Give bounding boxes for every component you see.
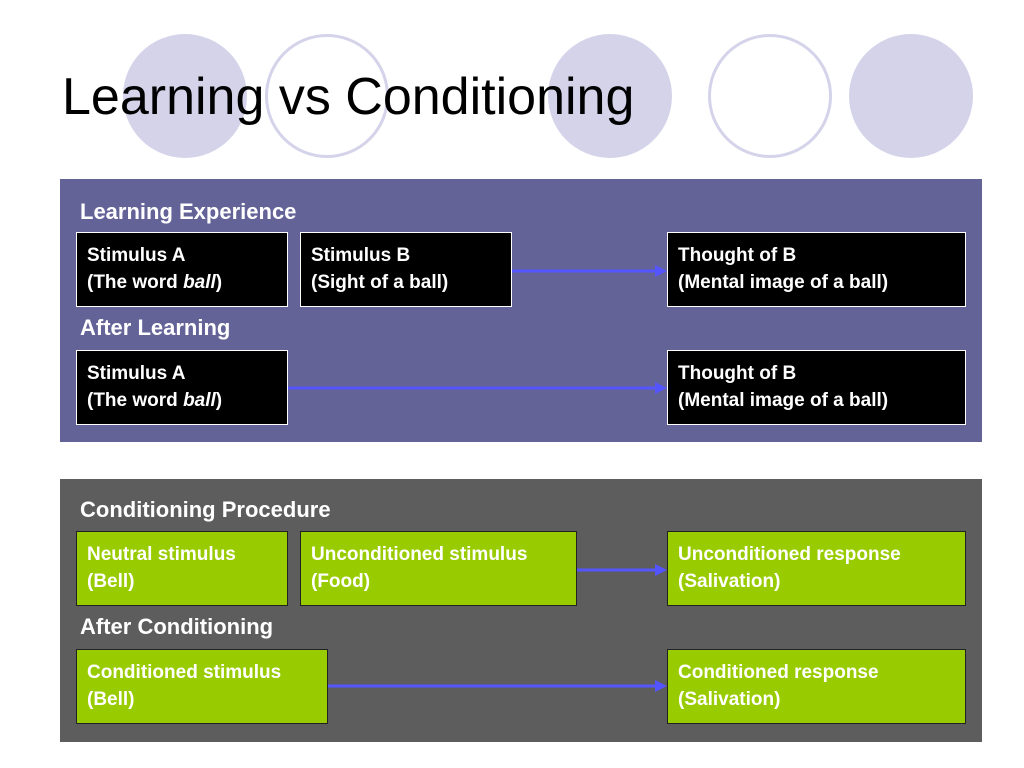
after-stimulus-a-box: Stimulus A (The word ball) bbox=[76, 350, 288, 425]
stimulus-a-detail: (The word ball) bbox=[87, 272, 223, 293]
after-conditioning-label: After Conditioning bbox=[80, 614, 274, 639]
conditioning-procedure-label: Conditioning Procedure bbox=[80, 497, 331, 522]
arrow-b-to-thought bbox=[512, 264, 667, 278]
unconditioned-stimulus-title: Unconditioned stimulus bbox=[311, 544, 528, 565]
thought-b-detail: (Mental image of a ball) bbox=[678, 272, 889, 293]
arrow-cs-to-cr bbox=[328, 679, 667, 693]
slide-title: Learning vs Conditioning bbox=[62, 68, 635, 126]
stimulus-b-title: Stimulus B bbox=[311, 245, 411, 266]
neutral-stimulus-box: Neutral stimulus (Bell) bbox=[76, 531, 288, 606]
conditioned-response-title: Conditioned response bbox=[678, 662, 879, 683]
thought-b-box: Thought of B (Mental image of a ball) bbox=[667, 232, 966, 307]
neutral-stimulus-title: Neutral stimulus bbox=[87, 544, 236, 565]
conditioned-stimulus-title: Conditioned stimulus bbox=[87, 662, 282, 683]
stimulus-b-box: Stimulus B (Sight of a ball) bbox=[300, 232, 512, 307]
unconditioned-stimulus-box: Unconditioned stimulus (Food) bbox=[300, 531, 577, 606]
conditioned-response-detail: (Salivation) bbox=[678, 689, 781, 710]
decor-circle-4 bbox=[708, 34, 832, 158]
learning-experience-label: Learning Experience bbox=[80, 199, 297, 224]
after-thought-b-detail: (Mental image of a ball) bbox=[678, 390, 889, 411]
conditioning-panel: Conditioning Procedure Neutral stimulus … bbox=[60, 479, 982, 742]
decor-circle-1 bbox=[123, 34, 247, 158]
decor-circle-3 bbox=[548, 34, 672, 158]
conditioned-response-box: Conditioned response (Salivation) bbox=[667, 649, 966, 724]
after-stimulus-a-detail: (The word ball) bbox=[87, 390, 223, 411]
stimulus-b-detail: (Sight of a ball) bbox=[311, 272, 449, 293]
after-thought-b-box: Thought of B (Mental image of a ball) bbox=[667, 350, 966, 425]
conditioned-stimulus-box: Conditioned stimulus (Bell) bbox=[76, 649, 328, 724]
unconditioned-response-box: Unconditioned response (Salivation) bbox=[667, 531, 966, 606]
unconditioned-stimulus-detail: (Food) bbox=[311, 571, 371, 592]
unconditioned-response-title: Unconditioned response bbox=[678, 544, 901, 565]
stimulus-a-title: Stimulus A bbox=[87, 245, 186, 266]
decor-circle-5 bbox=[849, 34, 973, 158]
unconditioned-response-detail: (Salivation) bbox=[678, 571, 781, 592]
after-stimulus-a-title: Stimulus A bbox=[87, 363, 186, 384]
thought-b-title: Thought of B bbox=[678, 245, 797, 266]
conditioned-stimulus-detail: (Bell) bbox=[87, 689, 135, 710]
after-thought-b-title: Thought of B bbox=[678, 363, 797, 384]
after-learning-label: After Learning bbox=[80, 315, 231, 340]
decor-circle-2 bbox=[265, 34, 389, 158]
neutral-stimulus-detail: (Bell) bbox=[87, 571, 135, 592]
arrow-ucs-to-ucr bbox=[577, 563, 667, 577]
learning-panel: Learning Experience Stimulus A (The word… bbox=[60, 179, 982, 442]
arrow-a-to-thought bbox=[288, 381, 667, 395]
stimulus-a-box: Stimulus A (The word ball) bbox=[76, 232, 288, 307]
